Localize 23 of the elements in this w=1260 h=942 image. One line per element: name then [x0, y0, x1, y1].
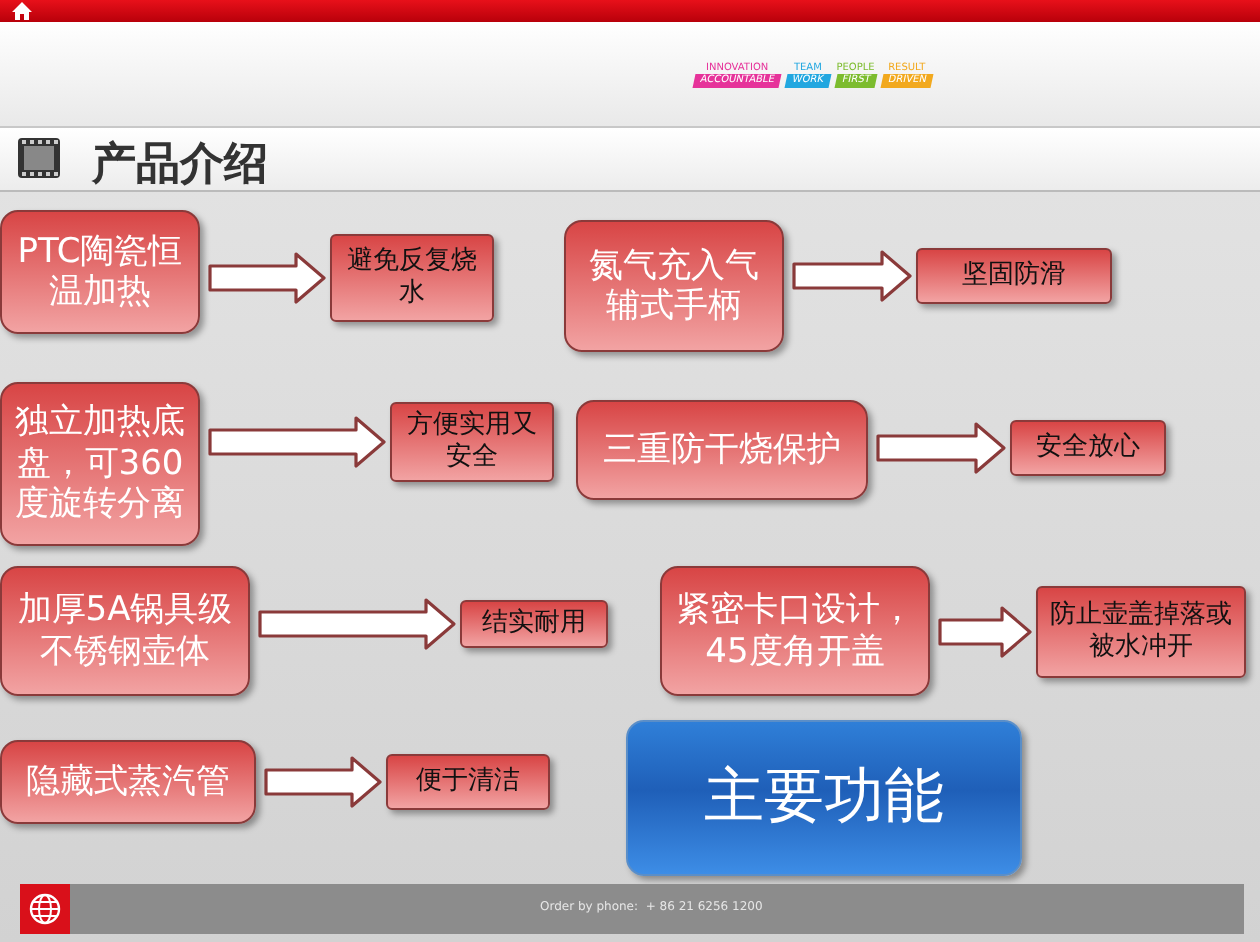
summary-box: 主要功能: [626, 720, 1022, 876]
page-title: 产品介绍: [92, 138, 268, 194]
feature-box: 紧密卡口设计，45度角开盖: [660, 566, 930, 696]
benefit-box: 避免反复烧水: [330, 234, 494, 322]
block-arrow: [208, 416, 386, 468]
block-arrow: [792, 250, 912, 302]
block-arrow: [258, 598, 456, 650]
block-arrow: [876, 422, 1006, 474]
block-arrow: [264, 756, 382, 808]
feature-box: PTC陶瓷恒温加热: [0, 210, 200, 334]
feature-box: 独立加热底盘，可360度旋转分离: [0, 382, 200, 546]
feature-box: 加厚5A锅具级不锈钢壶体: [0, 566, 250, 696]
block-arrow: [208, 252, 326, 304]
benefit-box: 结实耐用: [460, 600, 608, 648]
benefit-box: 坚固防滑: [916, 248, 1112, 304]
benefit-box: 方便实用又安全: [390, 402, 554, 482]
benefit-box: 便于清洁: [386, 754, 550, 810]
feature-box: 隐藏式蒸汽管: [0, 740, 256, 824]
benefit-box: 安全放心: [1010, 420, 1166, 476]
block-arrow: [938, 606, 1032, 658]
feature-box: 氮气充入气辅式手柄: [564, 220, 784, 352]
benefit-box: 防止壶盖掉落或被水冲开: [1036, 586, 1246, 678]
feature-box: 三重防干烧保护: [576, 400, 868, 500]
